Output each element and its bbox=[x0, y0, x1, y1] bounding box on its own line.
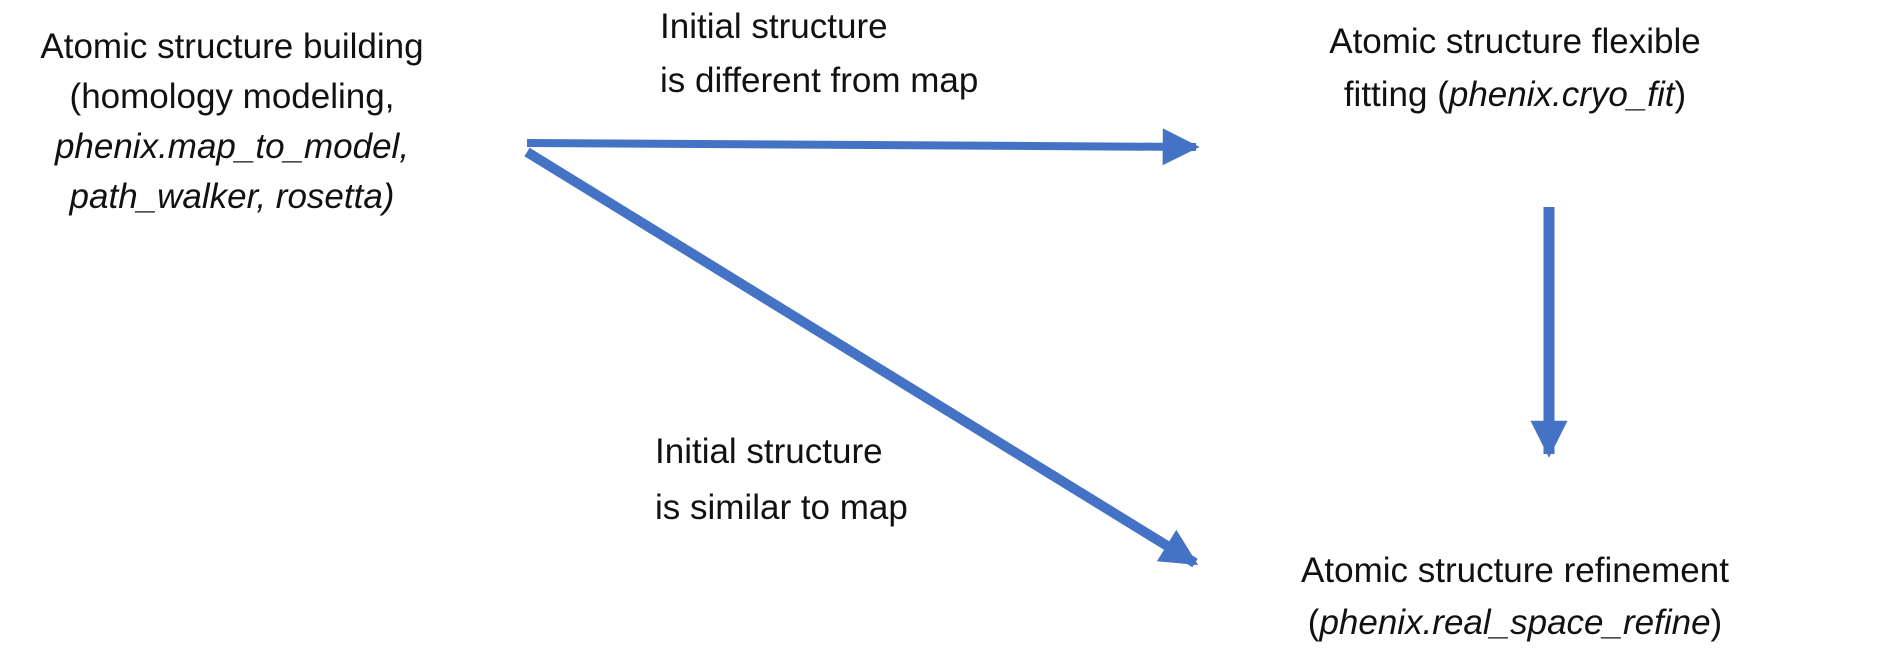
label-initial-different: Initial structure is different from map bbox=[660, 0, 978, 108]
refinement-line-2-suffix: ) bbox=[1710, 603, 1723, 642]
node-flexible-fitting: Atomic structure flexible fitting (pheni… bbox=[1280, 15, 1750, 121]
refinement-line-2: (phenix.real_space_refine) bbox=[1265, 597, 1765, 649]
fitting-line-2-suffix: ) bbox=[1674, 75, 1687, 114]
building-line-2: (homology modeling, bbox=[69, 77, 395, 116]
building-line-1: Atomic structure building bbox=[40, 27, 424, 66]
refinement-line-2-prefix: ( bbox=[1307, 603, 1320, 642]
building-line-3: phenix.map_to_model, bbox=[54, 127, 410, 166]
label-different-line-2: is different from map bbox=[660, 61, 979, 100]
refinement-line-2-program: phenix.real_space_refine bbox=[1319, 603, 1711, 642]
fitting-line-1: Atomic structure flexible bbox=[1329, 22, 1701, 61]
label-similar-line-2: is similar to map bbox=[655, 488, 908, 527]
label-similar-line-1: Initial structure bbox=[655, 432, 883, 471]
building-line-4: path_walker, rosetta) bbox=[69, 177, 395, 216]
fitting-line-2: fitting (phenix.cryo_fit) bbox=[1280, 68, 1750, 121]
node-structure-refinement: Atomic structure refinement (phenix.real… bbox=[1265, 545, 1765, 649]
label-initial-similar: Initial structure is similar to map bbox=[655, 424, 908, 536]
refinement-line-1: Atomic structure refinement bbox=[1301, 551, 1729, 590]
arrow-building-to-refinement bbox=[524, 147, 1199, 568]
fitting-line-2-prefix: fitting ( bbox=[1343, 75, 1449, 114]
node-structure-building: Atomic structure building (homology mode… bbox=[2, 22, 462, 222]
arrow-building-to-fitting bbox=[526, 128, 1200, 166]
fitting-line-2-program: phenix.cryo_fit bbox=[1448, 75, 1675, 114]
label-different-line-1: Initial structure bbox=[660, 7, 888, 46]
